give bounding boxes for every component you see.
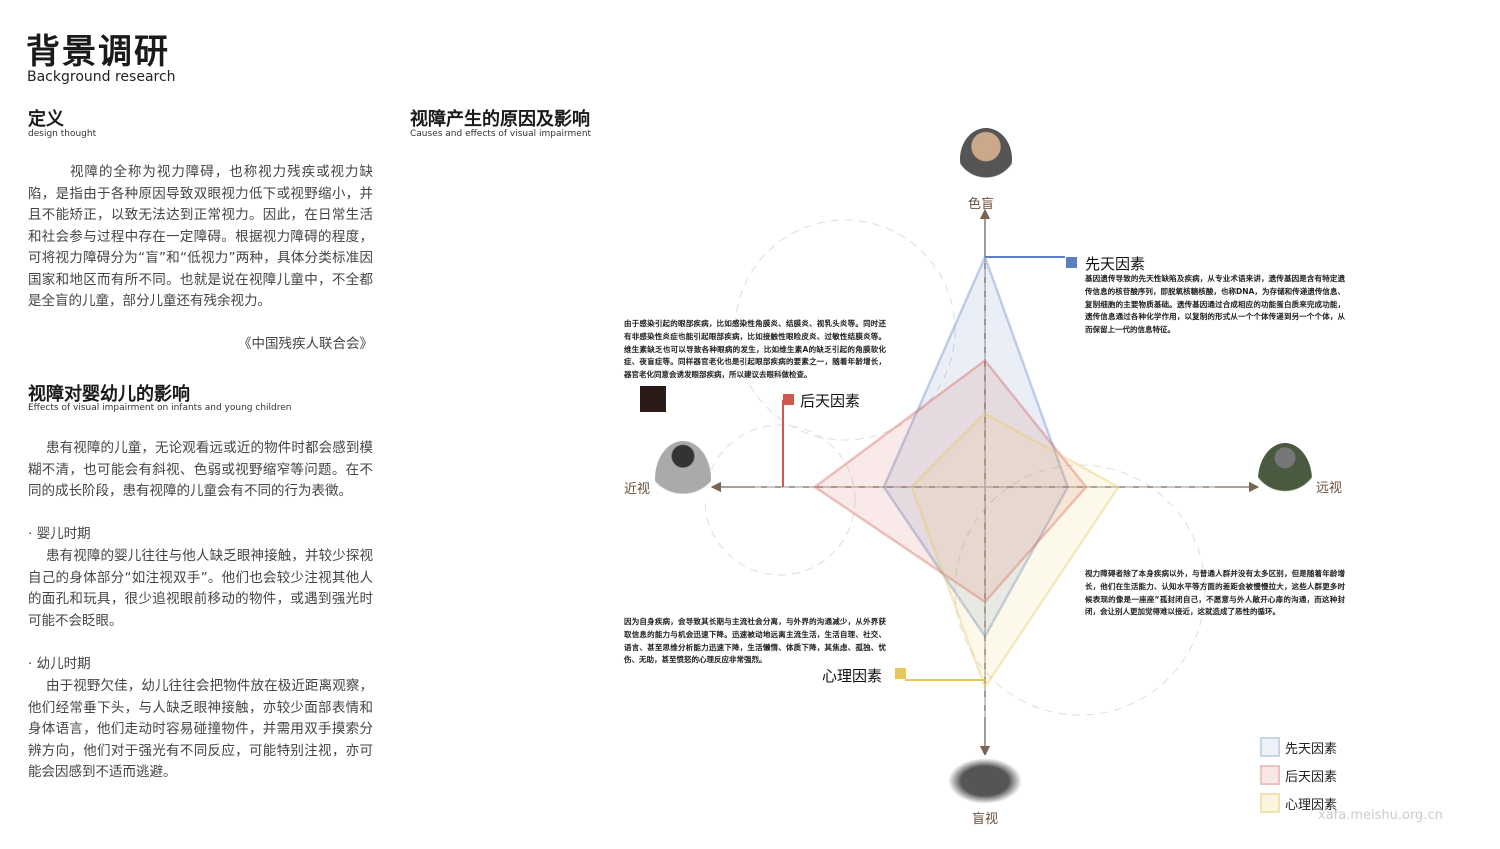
acquired-title: 后天因素 <box>800 392 861 410</box>
legend-label-congenital: 先天因素 <box>1285 742 1338 757</box>
congenital-body: 基因遗传导致的先天性缺陷及疾病，从专业术语来讲，遗传基因是含有特定遗传信息的核苷… <box>1085 274 1345 335</box>
definition-title: 定义 <box>28 109 64 130</box>
infant-title: · 婴儿时期 <box>28 526 91 542</box>
psychological-body: 因为自身疾病，会导致其长期与主流社会分离，与外界的沟通减少，从外界获取信息的能力… <box>624 617 886 665</box>
child-photo-farsighted <box>1258 443 1312 517</box>
definition-body: 视障的全称为视力障碍，也称视力残疾或视力缺陷，是指由于各种原因导致双眼视力低下或… <box>28 164 373 309</box>
farsight-body: 视力障碍者除了本身疾病以外，与普通人群并没有太多区别，但是随着年龄增长，他们在生… <box>1085 569 1345 617</box>
children-photo-blind <box>943 755 1027 807</box>
legend-swatch-congenital <box>1260 737 1280 757</box>
axis-label-right: 远视 <box>1316 481 1343 496</box>
page-subtitle: Background research <box>27 69 176 85</box>
child-photo-nearsighted <box>655 441 711 517</box>
acquired-body: 由于感染引起的眼部疾病，比如感染性角膜炎、结膜炎、视乳头炎等。同时还有非感染性炎… <box>624 319 886 380</box>
impact-subtitle: Effects of visual impairment on infants … <box>28 403 292 413</box>
axis-label-left: 近视 <box>624 482 651 497</box>
definition-source: 《中国残疾人联合会》 <box>238 336 373 352</box>
legend-label-acquired: 后天因素 <box>1285 770 1338 785</box>
infant-body: 患有视障的婴儿往往与他人缺乏眼神接触，并较少探视自己的身体部分“如注视双手”。他… <box>28 548 373 629</box>
toddler-body: 由于视野欠佳，幼儿往往会把物件放在极近距离观察，他们经常垂下头，与人缺乏眼神接触… <box>28 678 373 780</box>
legend-swatch-acquired <box>1260 765 1280 785</box>
causes-subtitle: Causes and effects of visual impairment <box>410 129 592 139</box>
psychological-title: 心理因素 <box>822 667 883 685</box>
congenital-marker <box>1066 257 1077 268</box>
radar-series-0 <box>882 253 1070 639</box>
axis-label-top: 色盲 <box>968 197 995 212</box>
psychological-marker <box>895 668 906 679</box>
impact-intro: 患有视障的儿童，无论观看远或近的物件时都会感到模糊不清，也可能会有斜视、色弱或视… <box>28 440 373 499</box>
legend-label-psychological: 心理因素 <box>1285 798 1338 813</box>
legend-swatch-psychological <box>1260 793 1280 813</box>
child-photo-colorblind <box>960 128 1012 190</box>
dark-block <box>640 386 666 412</box>
page-title: 背景调研 <box>26 32 170 72</box>
axis-label-bottom: 盲视 <box>972 812 999 827</box>
congenital-title: 先天因素 <box>1085 255 1146 273</box>
definition-subtitle: design thought <box>28 129 97 139</box>
decorative-circles <box>704 219 1206 716</box>
watermark: xafa.meishu.org.cn <box>1318 808 1443 823</box>
causes-title: 视障产生的原因及影响 <box>410 109 590 130</box>
toddler-title: · 幼儿时期 <box>28 656 91 672</box>
radar-series-2 <box>909 411 1121 690</box>
radar-series-1 <box>812 358 1088 604</box>
impact-title: 视障对婴幼儿的影响 <box>28 384 190 405</box>
acquired-marker <box>783 394 794 405</box>
